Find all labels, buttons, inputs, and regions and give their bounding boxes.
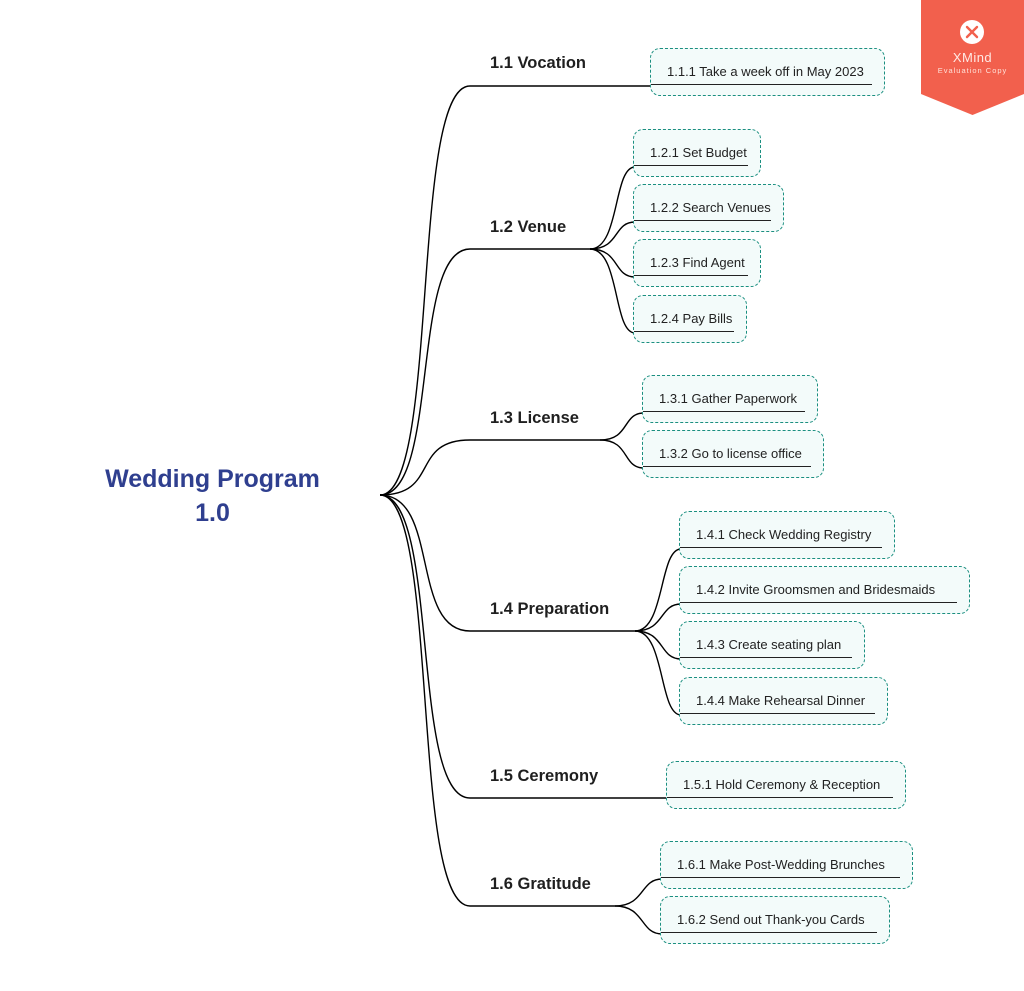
subtopic-underline [680, 601, 957, 603]
xmind-watermark-badge: XMind Evaluation Copy [921, 0, 1024, 115]
root-topic[interactable]: Wedding Program 1.0 [70, 462, 355, 530]
subtopic-underline [643, 465, 811, 467]
subtopic-3-2[interactable]: 1.3.2 Go to license office [642, 430, 824, 478]
connector-root-to-branch-6 [379, 494, 615, 907]
root-title-line1: Wedding Program [105, 465, 320, 493]
watermark-subtitle: Evaluation Copy [937, 66, 1008, 75]
connector-root-to-branch-2 [379, 248, 590, 496]
watermark-brand: XMind [952, 50, 993, 65]
connector-branch-3-leaf-2 [599, 439, 645, 469]
connector-branch-6-leaf-2 [614, 905, 663, 935]
branch-topic-2[interactable]: 1.2 Venue [490, 218, 567, 236]
subtopic-underline [634, 164, 748, 166]
subtopic-label: 1.1.1 Take a week off in May 2023 [667, 64, 864, 79]
subtopic-label: 1.4.4 Make Rehearsal Dinner [696, 693, 866, 708]
subtopic-label: 1.2.3 Find Agent [650, 255, 745, 270]
subtopic-6-2[interactable]: 1.6.2 Send out Thank-you Cards [660, 896, 890, 944]
subtopic-2-3[interactable]: 1.2.3 Find Agent [633, 239, 761, 287]
connector-branch-4-leaf-4 [634, 630, 682, 716]
subtopic-6-1[interactable]: 1.6.1 Make Post-Wedding Brunches [660, 841, 913, 889]
subtopic-4-2[interactable]: 1.4.2 Invite Groomsmen and Bridesmaids [679, 566, 970, 614]
subtopic-4-1[interactable]: 1.4.1 Check Wedding Registry [679, 511, 895, 559]
connector-branch-4-leaf-1 [634, 548, 682, 632]
subtopic-2-2[interactable]: 1.2.2 Search Venues [633, 184, 784, 232]
connector-branch-2-leaf-1 [589, 166, 636, 250]
subtopic-1-1[interactable]: 1.1.1 Take a week off in May 2023 [650, 48, 885, 96]
connector-branch-4-leaf-2 [634, 603, 682, 632]
branch-topic-6[interactable]: 1.6 Gratitude [490, 875, 591, 893]
connector-root-to-branch-4 [379, 494, 635, 632]
subtopic-underline [661, 876, 900, 878]
connector-branch-2-leaf-4 [589, 248, 636, 334]
subtopic-underline [680, 712, 875, 714]
subtopic-underline [634, 330, 734, 332]
subtopic-label: 1.4.1 Check Wedding Registry [696, 527, 872, 542]
connector-branch-2-leaf-2 [589, 221, 636, 250]
subtopic-label: 1.3.1 Gather Paperwork [659, 391, 798, 406]
branch-topic-4[interactable]: 1.4 Preparation [490, 600, 610, 618]
xmind-logo-icon [921, 0, 1024, 115]
subtopic-label: 1.2.1 Set Budget [650, 145, 747, 160]
subtopic-label: 1.4.2 Invite Groomsmen and Bridesmaids [696, 582, 936, 597]
branch-topic-1[interactable]: 1.1 Vocation [490, 54, 586, 72]
subtopic-label: 1.2.2 Search Venues [650, 200, 771, 215]
subtopic-label: 1.6.1 Make Post-Wedding Brunches [677, 857, 885, 872]
connector-branch-6-leaf-1 [614, 878, 663, 907]
subtopic-underline [680, 546, 882, 548]
subtopic-2-1[interactable]: 1.2.1 Set Budget [633, 129, 761, 177]
subtopic-label: 1.2.4 Pay Bills [650, 311, 733, 326]
connector-branch-4-leaf-3 [634, 630, 682, 660]
subtopic-2-4[interactable]: 1.2.4 Pay Bills [633, 295, 747, 343]
subtopic-5-1[interactable]: 1.5.1 Hold Ceremony & Reception [666, 761, 906, 809]
subtopic-underline [667, 796, 893, 798]
connector-branch-3-leaf-1 [599, 412, 645, 441]
subtopic-label: 1.5.1 Hold Ceremony & Reception [683, 777, 881, 792]
subtopic-label: 1.4.3 Create seating plan [696, 637, 842, 652]
subtopic-label: 1.6.2 Send out Thank-you Cards [677, 912, 865, 927]
subtopic-underline [634, 219, 771, 221]
branch-topic-5[interactable]: 1.5 Ceremony [490, 767, 599, 785]
connector-branch-2-leaf-3 [589, 248, 636, 278]
branch-topic-3[interactable]: 1.3 License [490, 409, 579, 427]
subtopic-underline [634, 274, 748, 276]
subtopic-4-3[interactable]: 1.4.3 Create seating plan [679, 621, 865, 669]
subtopic-3-1[interactable]: 1.3.1 Gather Paperwork [642, 375, 818, 423]
subtopic-underline [651, 83, 872, 85]
subtopic-underline [643, 410, 805, 412]
connector-root-to-branch-3 [379, 439, 600, 496]
subtopic-underline [680, 656, 852, 658]
connector-root-to-branch-1 [379, 85, 650, 496]
subtopic-4-4[interactable]: 1.4.4 Make Rehearsal Dinner [679, 677, 888, 725]
connector-root-to-branch-5 [379, 494, 666, 799]
subtopic-underline [661, 931, 877, 933]
subtopic-label: 1.3.2 Go to license office [659, 446, 802, 461]
root-title-line2: 1.0 [195, 499, 230, 527]
